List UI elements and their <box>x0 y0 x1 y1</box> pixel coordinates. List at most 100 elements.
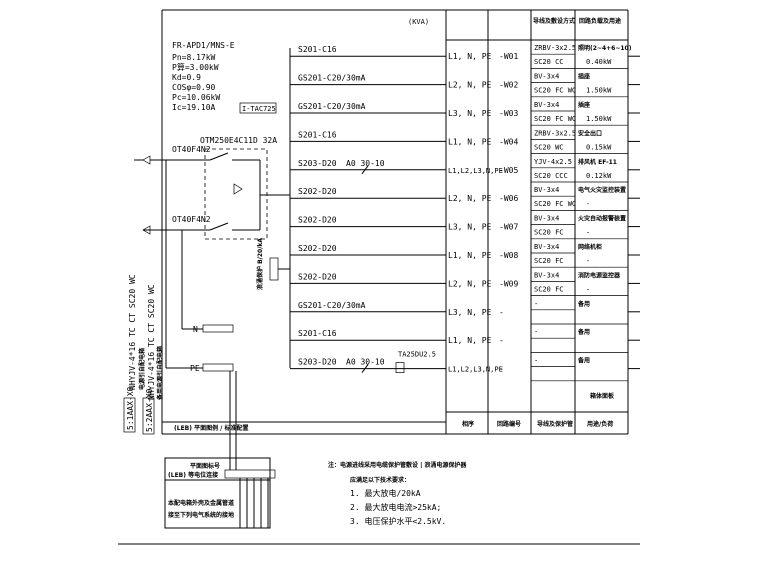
circuit-phase: L1, N, PE <box>448 251 492 260</box>
circuit-code: -W04 <box>499 137 518 146</box>
panel-ic: Ic=19.10A <box>172 103 216 112</box>
circuit-use: 插座 <box>578 73 590 81</box>
circuit-cable-2: SC20 FC WC <box>534 87 576 95</box>
circuit-breaker: S202-D20 <box>298 272 337 281</box>
frame <box>161 9 629 435</box>
circuit-aux: A0 30-10 <box>346 159 385 168</box>
circuit-code: -W07 <box>499 223 518 232</box>
circuit-cable-1: ZRBV-3x2.5 <box>534 129 576 137</box>
panel-pj: P算=3.00kW <box>172 62 219 72</box>
circuit-code: -W05 <box>499 166 518 175</box>
circuit-phase: L1,L2,L3,N,PE <box>448 366 503 374</box>
circuit-cable-2: SC20 FC WC <box>534 200 576 208</box>
circuit-cable-1: - <box>534 300 538 308</box>
incoming-1-tag: 5:1AAX-X0 <box>126 386 135 430</box>
circuit-phase: L1,L2,L3,N,PE <box>448 167 503 175</box>
circuit-phase: L1, N, PE <box>448 137 492 146</box>
circuit-breaker: S201-C16 <box>298 329 337 338</box>
header-unit-label: (KVA) <box>408 18 429 26</box>
equipotential-legend: 平面图标号 (LEB) 等电位连接 本配电箱外壳及金属管道 接至下列电气系统的接… <box>164 457 276 529</box>
circuit-breaker: S203-D20 <box>298 159 337 168</box>
circuit-use: 照明(2~4+6~10) <box>578 44 632 52</box>
circuit-cable-2: SC20 FC <box>534 229 564 237</box>
meter-tag: I-TAC725 <box>242 105 276 113</box>
circuit-cable-1: BV-3x4 <box>534 101 559 109</box>
notes-title: 注：电源进线采用电缆保护管敷设 | 浪涌电源保护器 <box>328 461 467 469</box>
panel-model: FR-APD1/MNS-E <box>172 41 235 50</box>
circuit-cable-1: BV-3x4 <box>534 243 559 251</box>
footer-col-circuit: 回路编号 <box>497 420 521 428</box>
incoming-1-cable: NHYJV-4*16 TC CT SC20 WC <box>128 274 137 390</box>
column-footer: 相序 回路编号 导线及保护管 用途/负荷 <box>462 420 613 428</box>
circuit-phase: L3, N, PE <box>448 308 492 317</box>
circuit-load: 0.12kW <box>586 172 612 180</box>
circuit-code: -W08 <box>499 251 518 260</box>
incoming-2-tag: 5:2AAX-X0 <box>145 388 154 432</box>
ats-switch-group <box>142 148 290 240</box>
panel-cos: COSφ=0.90 <box>172 83 216 92</box>
circuit-cable-1: - <box>534 357 538 365</box>
circuit-cable-2: SC20 CC <box>534 58 564 66</box>
circuit-code: - <box>499 336 504 345</box>
circuit-load: 1.50kW <box>586 115 612 123</box>
circuit-load: 1.50kW <box>586 87 612 95</box>
circuit-breaker: S202-D20 <box>298 187 337 196</box>
circuit-cable-1: BV-3x4 <box>534 186 559 194</box>
ats-symbol-icon <box>233 183 243 195</box>
circuit-breaker: S201-C16 <box>298 130 337 139</box>
bus-bars: N PE <box>165 160 237 470</box>
circuit-code: - <box>499 308 504 317</box>
circuit-cable-2: SC20 FC WC <box>534 115 576 123</box>
circuit-load: 0.15kW <box>586 143 612 151</box>
circuit-phase: L1, N, PE <box>448 52 492 61</box>
device-box <box>395 362 405 373</box>
circuit-use: 备用 <box>577 328 590 336</box>
circuit-load: - <box>586 285 590 293</box>
circuit-use: 备用 <box>577 357 590 365</box>
circuit-breaker: S201-C16 <box>298 45 337 54</box>
panel-kd: Kd=0.9 <box>172 73 201 82</box>
circuit-breaker: GS201-C20/30mA <box>298 74 366 83</box>
meter-tag-box <box>239 102 277 114</box>
circuit-cable-1: ZRBV-3x2.5 <box>534 44 576 52</box>
circuit-code: -W03 <box>499 109 518 118</box>
circuit-cable-2: SC20 FC <box>534 285 564 293</box>
note-1: 1. 最大放电/20kA <box>350 488 421 498</box>
circuit-phase: L1, N, PE <box>448 336 492 345</box>
note-3: 3. 电压保护水平<2.5kV. <box>350 516 446 526</box>
circuit-phase: L2, N, PE <box>448 194 492 203</box>
circuit-cable-1: YJV-4x2.5 <box>534 158 572 166</box>
circuit-use: 插座 <box>578 101 590 109</box>
switch-2-label: OT40F4N2 <box>172 215 211 224</box>
footer-col-phase: 相序 <box>462 420 474 428</box>
circuit-use: 安全出口 <box>578 129 602 137</box>
switch-1-label: OT40F4N2 <box>172 145 211 154</box>
fire-bottom-label: (LEB) 平面图例 / 标准配置 <box>174 424 248 432</box>
circuit-load: - <box>586 257 590 265</box>
spd-label: 浪涌保护 B/20/kA <box>256 238 264 290</box>
note-2: 2. 最大放电电流>25kA; <box>350 502 441 512</box>
circuit-use: 排风机 EF-11 <box>578 158 617 166</box>
pe-bar <box>202 363 234 372</box>
circuit-code: -W01 <box>499 52 518 61</box>
circuit-breaker: S202-D20 <box>298 244 337 253</box>
circuit-code: -W02 <box>499 81 518 90</box>
header-col-use: 回路负载及用途 <box>579 17 622 25</box>
circuit-cable-2: SC20 WC <box>534 143 564 151</box>
circuit-cable-2: SC20 FC <box>534 257 564 265</box>
circuit-use: 备用 <box>577 300 590 308</box>
notes: 注：电源进线采用电缆保护管敷设 | 浪涌电源保护器 应满足以下技术要求： 1. … <box>328 461 467 526</box>
incoming-1-src: 电源引自配电箱 <box>138 348 146 390</box>
circuit-phase: L3, N, PE <box>448 109 492 118</box>
circuit-breaker: S203-D20 <box>298 358 337 367</box>
circuit-cable-2: SC20 CCC <box>534 172 568 180</box>
circuit-breaker: S202-D20 <box>298 216 337 225</box>
aux-contact <box>361 165 369 175</box>
circuit-breaker: GS201-C20/30mA <box>298 301 366 310</box>
legend-line-1: 平面图标号 <box>190 462 220 470</box>
circuit-code: -W06 <box>499 194 518 203</box>
notes-sub: 应满足以下技术要求： <box>350 476 410 484</box>
circuit-use: 电气火灾监控装置 <box>578 186 626 194</box>
